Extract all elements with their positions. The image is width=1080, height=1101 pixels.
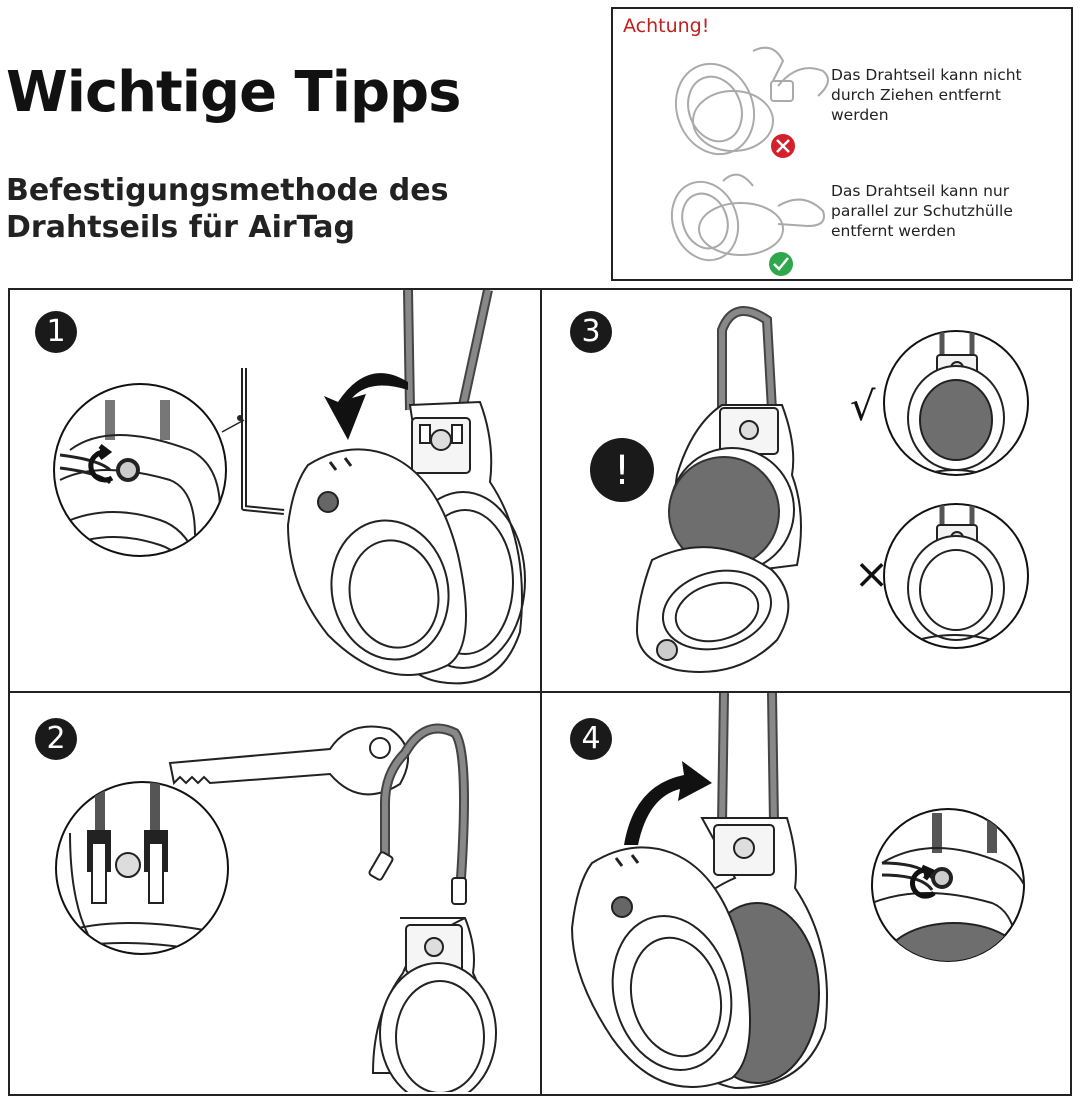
alert-icon xyxy=(590,438,654,502)
step-1-illustration xyxy=(53,290,526,685)
step-4-illustration xyxy=(570,693,1025,1090)
step-2-illustration xyxy=(55,723,497,1092)
warning-text-wrong: Das Drahtseil kann nicht durch Ziehen en… xyxy=(831,66,1022,124)
warning-box: Achtung! Das Drahtseil kann nicht durch … xyxy=(611,7,1073,281)
rotate-arrow-icon xyxy=(910,864,936,899)
correct-removal-illustration xyxy=(670,173,825,276)
step-4-panel: 4 xyxy=(542,693,1070,1094)
page-title: Wichtige Tipps xyxy=(6,60,461,125)
step-2-panel: 2 xyxy=(10,693,542,1094)
check-circle-icon xyxy=(769,252,793,276)
step-3-illustration: ! √ × xyxy=(590,306,1029,673)
steps-grid: 1 xyxy=(8,288,1072,1096)
page-subtitle: Befestigungsmethode des Drahtseils für A… xyxy=(6,172,448,246)
wrong-removal-illustration xyxy=(674,46,829,158)
step-2-badge: 2 xyxy=(35,718,77,760)
cross-circle-icon xyxy=(771,134,795,158)
warning-title: Achtung! xyxy=(623,15,710,37)
step-4-badge: 4 xyxy=(570,718,612,760)
correct-mark: √ xyxy=(850,384,876,430)
hex-key-icon xyxy=(221,368,285,515)
alert-mark: ! xyxy=(614,448,630,494)
key-icon xyxy=(168,725,409,796)
rotate-arrow-icon xyxy=(88,444,114,483)
subtitle-line-1: Befestigungsmethode des xyxy=(6,173,449,208)
subtitle-line-2: Drahtseils für AirTag xyxy=(6,210,355,245)
curved-arrow-icon xyxy=(324,373,408,440)
curved-arrow-icon xyxy=(624,761,712,845)
step-1-panel: 1 xyxy=(10,290,542,693)
warning-text-correct: Das Drahtseil kann nur parallel zur Schu… xyxy=(831,182,1013,240)
step-3-panel: 3 ! √ × xyxy=(542,290,1070,693)
step-1-badge: 1 xyxy=(35,311,77,353)
step-3-badge: 3 xyxy=(570,311,612,353)
